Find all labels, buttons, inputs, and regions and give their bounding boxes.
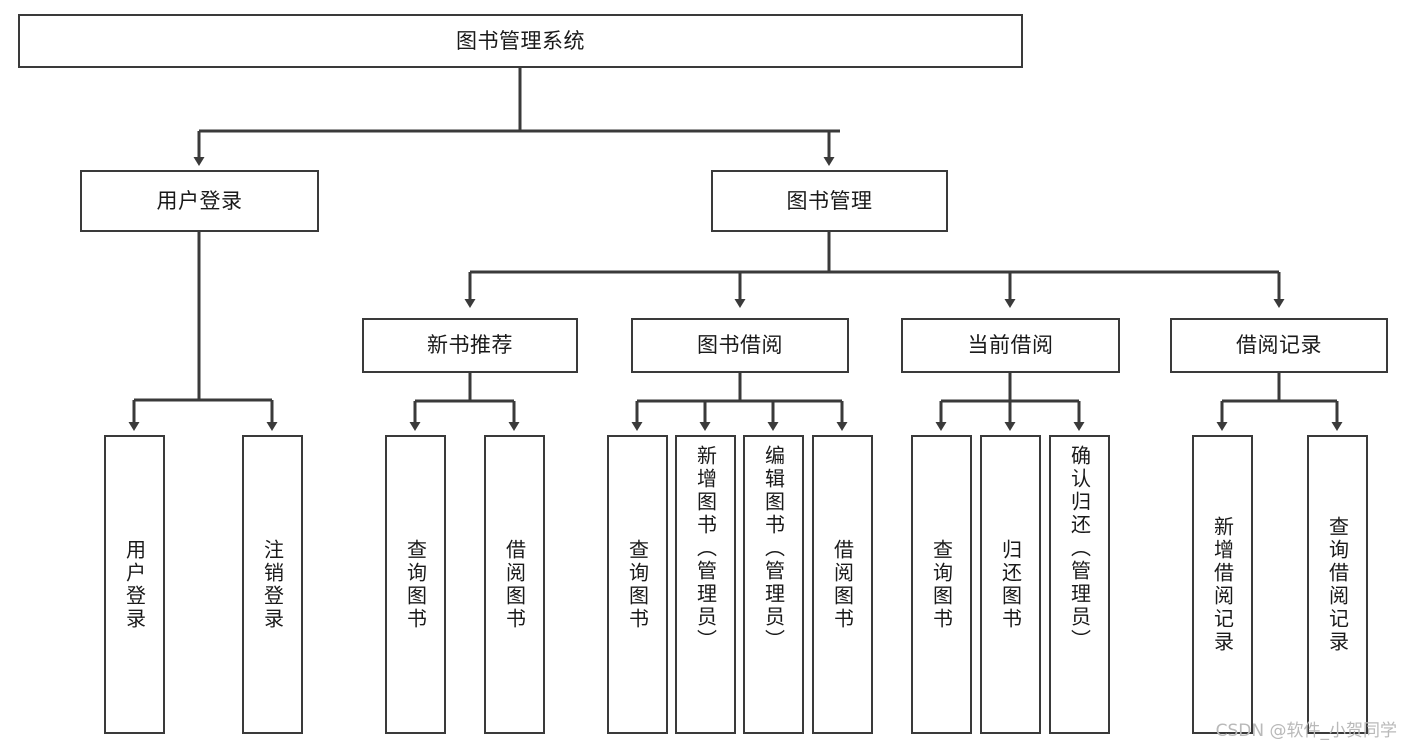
- node-label: 当前借阅: [967, 333, 1054, 358]
- leaf-record-query-record[interactable]: 查询借阅记录: [1307, 435, 1368, 734]
- node-label: 查询图书: [403, 538, 428, 631]
- node-label: 查询借阅记录: [1325, 515, 1350, 654]
- node-book-management[interactable]: 图书管理: [711, 170, 948, 232]
- leaf-borrow-add-book-admin[interactable]: 新增图书（管理员）: [675, 435, 736, 734]
- node-label: 新增图书（管理员）: [693, 445, 718, 652]
- node-label: 查询图书: [625, 538, 650, 631]
- node-label: 用户登录: [122, 538, 147, 631]
- leaf-borrow-borrow-book[interactable]: 借阅图书: [812, 435, 873, 734]
- leaf-current-return-book[interactable]: 归还图书: [980, 435, 1041, 734]
- leaf-current-query-book[interactable]: 查询图书: [911, 435, 972, 734]
- node-label: 归还图书: [998, 538, 1023, 631]
- node-label: 借阅记录: [1236, 333, 1322, 358]
- node-label: 编辑图书（管理员）: [761, 445, 786, 652]
- node-label: 借阅图书: [830, 538, 855, 631]
- node-label: 用户登录: [156, 188, 243, 213]
- node-label: 查询图书: [929, 538, 954, 631]
- node-book-borrow[interactable]: 图书借阅: [631, 318, 849, 373]
- leaf-current-confirm-return-admin[interactable]: 确认归还（管理员）: [1049, 435, 1110, 734]
- leaf-user-logout[interactable]: 注销登录: [242, 435, 303, 734]
- node-current-borrow[interactable]: 当前借阅: [901, 318, 1120, 373]
- node-user-login[interactable]: 用户登录: [80, 170, 319, 232]
- node-label: 图书管理系统: [456, 28, 585, 53]
- node-label: 图书借阅: [697, 333, 783, 358]
- node-label: 确认归还（管理员）: [1067, 445, 1092, 652]
- node-label: 图书管理: [786, 188, 873, 213]
- leaf-newbook-borrow-book[interactable]: 借阅图书: [484, 435, 545, 734]
- leaf-user-login[interactable]: 用户登录: [104, 435, 165, 734]
- node-label: 新增借阅记录: [1210, 515, 1235, 654]
- node-borrow-record[interactable]: 借阅记录: [1170, 318, 1388, 373]
- node-label: 注销登录: [260, 538, 285, 631]
- node-new-book-recommend[interactable]: 新书推荐: [362, 318, 578, 373]
- leaf-borrow-query-book[interactable]: 查询图书: [607, 435, 668, 734]
- node-label: 借阅图书: [502, 538, 527, 631]
- csdn-watermark: CSDN @软件_小贺同学: [1215, 721, 1397, 741]
- leaf-newbook-query-book[interactable]: 查询图书: [385, 435, 446, 734]
- leaf-borrow-edit-book-admin[interactable]: 编辑图书（管理员）: [743, 435, 804, 734]
- leaf-record-add-record[interactable]: 新增借阅记录: [1192, 435, 1253, 734]
- node-root-system[interactable]: 图书管理系统: [18, 14, 1023, 68]
- node-label: 新书推荐: [427, 333, 513, 358]
